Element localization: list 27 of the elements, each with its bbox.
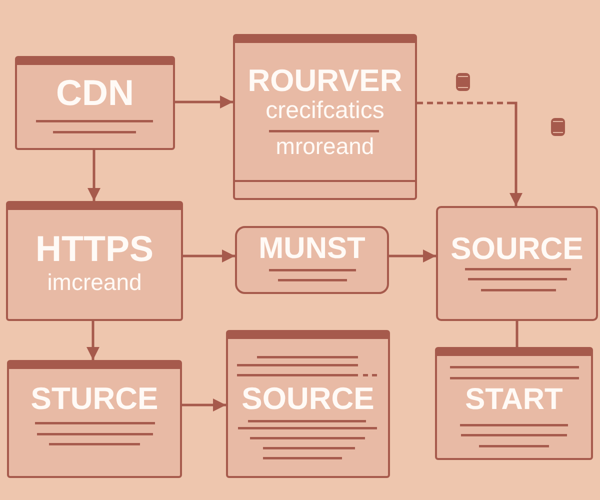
process-box — [436, 206, 598, 321]
arrow — [183, 250, 235, 262]
box-subtitle: imcreand — [47, 270, 142, 296]
connector-line — [516, 321, 518, 347]
box-title: ROURVER — [248, 64, 402, 98]
process-box — [235, 226, 389, 294]
process-box — [233, 34, 417, 200]
dashed-arrow — [417, 102, 522, 206]
box-title: MUNST — [258, 232, 366, 264]
box-title: SOURCE — [242, 382, 374, 416]
arrow — [389, 250, 436, 262]
process-box — [7, 360, 182, 478]
box-title: START — [465, 383, 563, 416]
box-title: STURCE — [30, 382, 158, 416]
box-title: SOURCE — [450, 232, 584, 266]
process-box — [15, 56, 175, 150]
arrow — [88, 150, 100, 201]
box-title: HTTPS — [36, 229, 154, 269]
arrow — [182, 398, 226, 412]
box-subtitle: crecifcatics — [266, 98, 384, 124]
arrow — [86, 321, 100, 360]
process-box — [226, 330, 390, 478]
arrow — [175, 96, 233, 108]
box-title: CDN — [56, 73, 134, 113]
process-box — [6, 201, 183, 321]
process-box — [435, 347, 593, 460]
box-subtitle: mroreand — [276, 134, 374, 160]
